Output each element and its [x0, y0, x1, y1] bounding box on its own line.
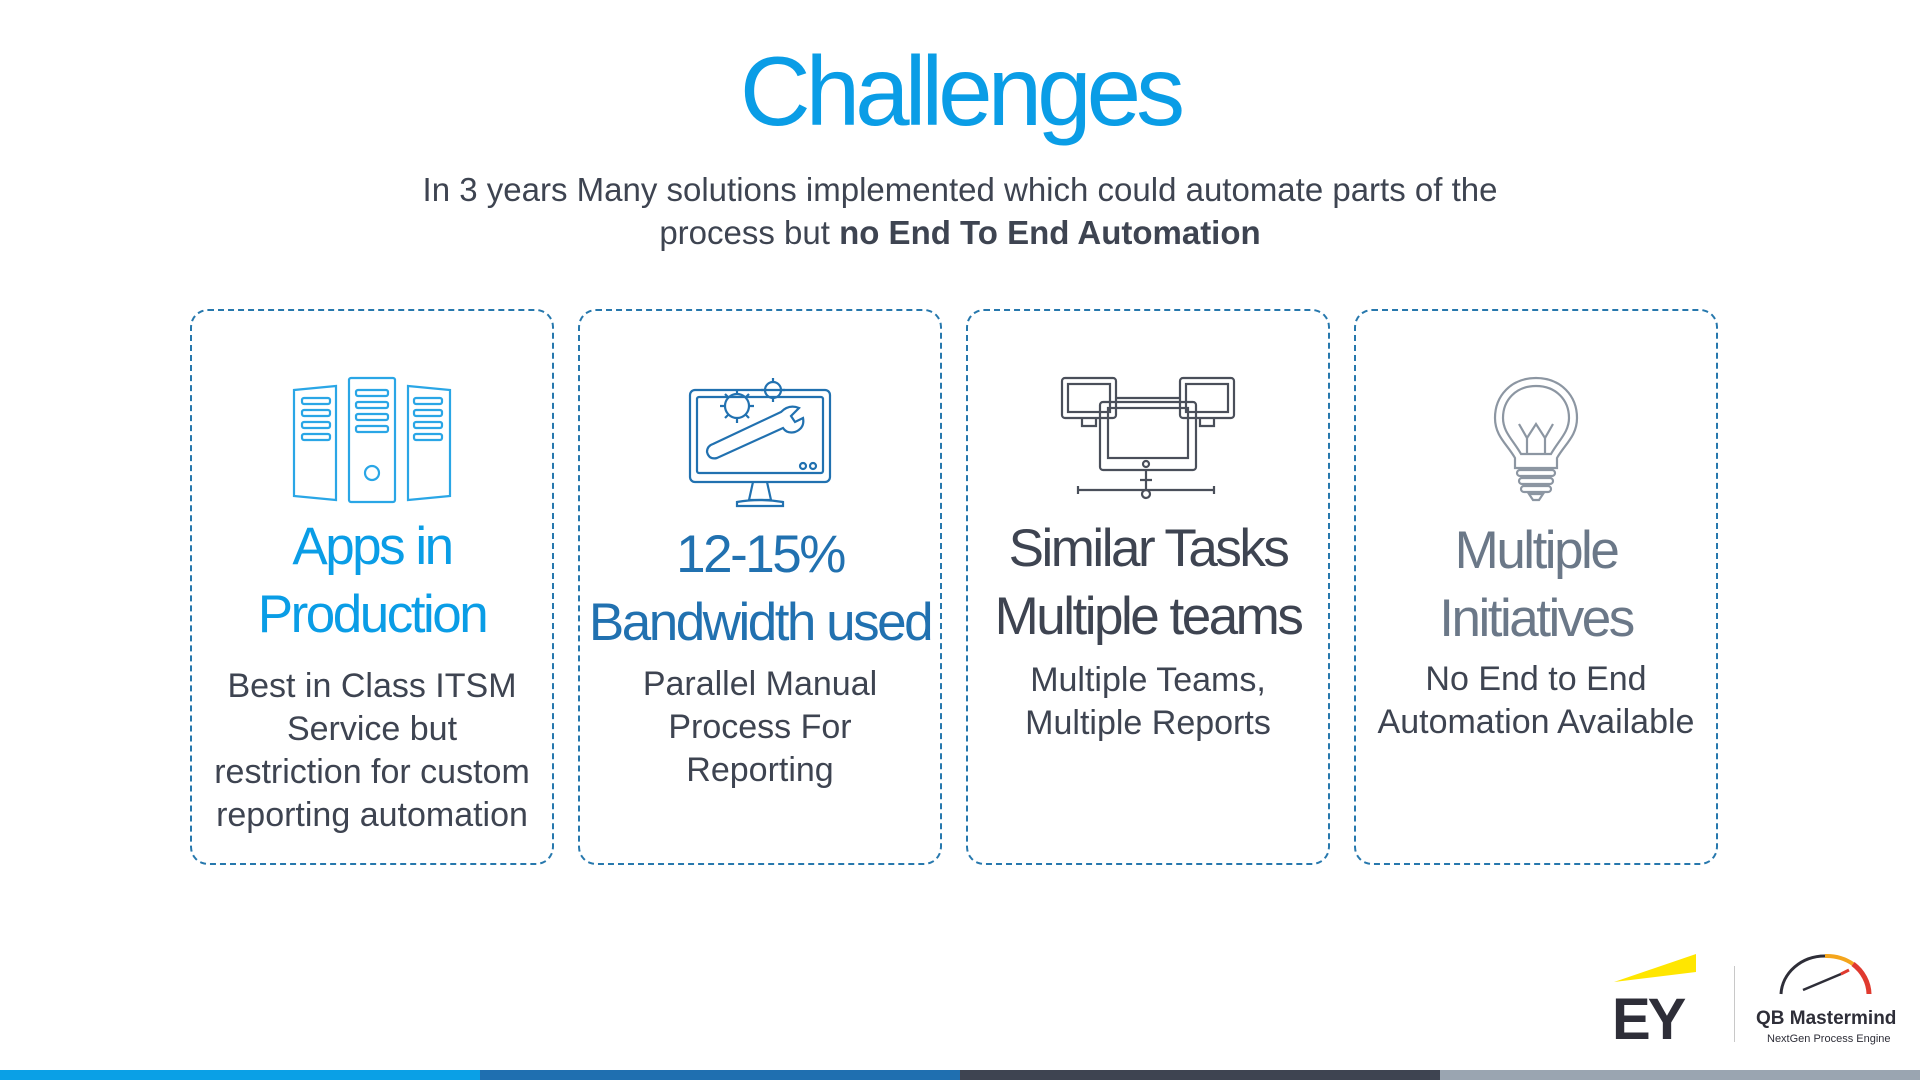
card-heading-line-1: 12-15%: [676, 525, 846, 584]
card-body: No End to End Automation Available: [1362, 658, 1710, 744]
card-body-line: No End to End: [1425, 660, 1647, 698]
subtitle-line-2: process but no End To End Automation: [300, 211, 1620, 254]
card-heading-line-1: Multiple: [1454, 521, 1620, 580]
card-body-line: Process For: [668, 708, 852, 746]
card-heading-line-2: Production: [257, 585, 489, 644]
gauge-icon: [1775, 952, 1875, 1007]
card-body-line: Multiple Teams,: [1030, 661, 1266, 699]
card-body: Best in Class ITSM Service but restricti…: [198, 665, 546, 837]
footer-bar-segment-1: [0, 1070, 480, 1080]
ey-logo-beam-icon: [1610, 952, 1700, 989]
card-heading-line-2: Bandwidth used: [588, 593, 934, 652]
card-apps-in-production: Apps in Production Best in Class ITSM Se…: [190, 309, 554, 865]
subtitle-line-1: In 3 years Many solutions implemented wh…: [422, 171, 1498, 208]
card-body-line: reporting automation: [216, 796, 528, 834]
qb-mastermind-logo: QB Mastermind: [1756, 1008, 1897, 1029]
monitor-tools-icon: [580, 376, 940, 508]
network-computers-icon: [968, 376, 1328, 506]
subtitle-line-2-prefix: process but: [659, 214, 830, 251]
footer-bar-segment-3: [960, 1070, 1440, 1080]
card-body-line: Reporting: [686, 751, 834, 789]
card-heading: Similar Tasks Multiple teams: [962, 515, 1334, 651]
card-body-line: Service but: [286, 710, 458, 748]
card-multiple-initiatives: Multiple Initiatives No End to End Autom…: [1354, 309, 1718, 865]
footer-bar-segment-2: [480, 1070, 960, 1080]
card-bandwidth-used: 12-15% Bandwidth used Parallel Manual Pr…: [578, 309, 942, 865]
card-body: Parallel Manual Process For Reporting: [586, 663, 934, 792]
card-body: Multiple Teams, Multiple Reports: [974, 659, 1322, 745]
subtitle-line-2-bold: no End To End Automation: [839, 214, 1261, 251]
card-heading-line-2: Initiatives: [1439, 589, 1635, 648]
footer-bar-segment-4: [1440, 1070, 1920, 1080]
card-body-line: Automation Available: [1377, 703, 1695, 741]
card-heading-line-2: Multiple teams: [994, 587, 1304, 646]
card-heading-line-1: Similar Tasks: [1008, 519, 1290, 578]
slide-title: Challenges: [739, 36, 1185, 146]
ey-logo: EY: [1612, 987, 1686, 1052]
card-body-line: Multiple Reports: [1025, 704, 1271, 742]
card-body-line: restriction for custom: [214, 753, 530, 791]
card-heading: Apps in Production: [186, 513, 558, 649]
slide-subtitle: In 3 years Many solutions implemented wh…: [300, 168, 1620, 254]
lightbulb-icon: [1356, 376, 1716, 506]
footer-logos: EY QB Mastermind NextGen Process Engine: [1610, 952, 1910, 1052]
card-heading: 12-15% Bandwidth used: [574, 521, 946, 657]
qb-tagline: NextGen Process Engine: [1767, 1033, 1891, 1045]
card-similar-tasks: Similar Tasks Multiple teams Multiple Te…: [966, 309, 1330, 865]
logo-divider: [1734, 966, 1735, 1042]
card-body-line: Best in Class ITSM: [227, 667, 517, 705]
server-icon: [192, 376, 552, 506]
card-heading: Multiple Initiatives: [1350, 517, 1722, 653]
card-body-line: Parallel Manual: [642, 665, 878, 703]
card-heading-line-1: Apps in: [292, 517, 454, 576]
